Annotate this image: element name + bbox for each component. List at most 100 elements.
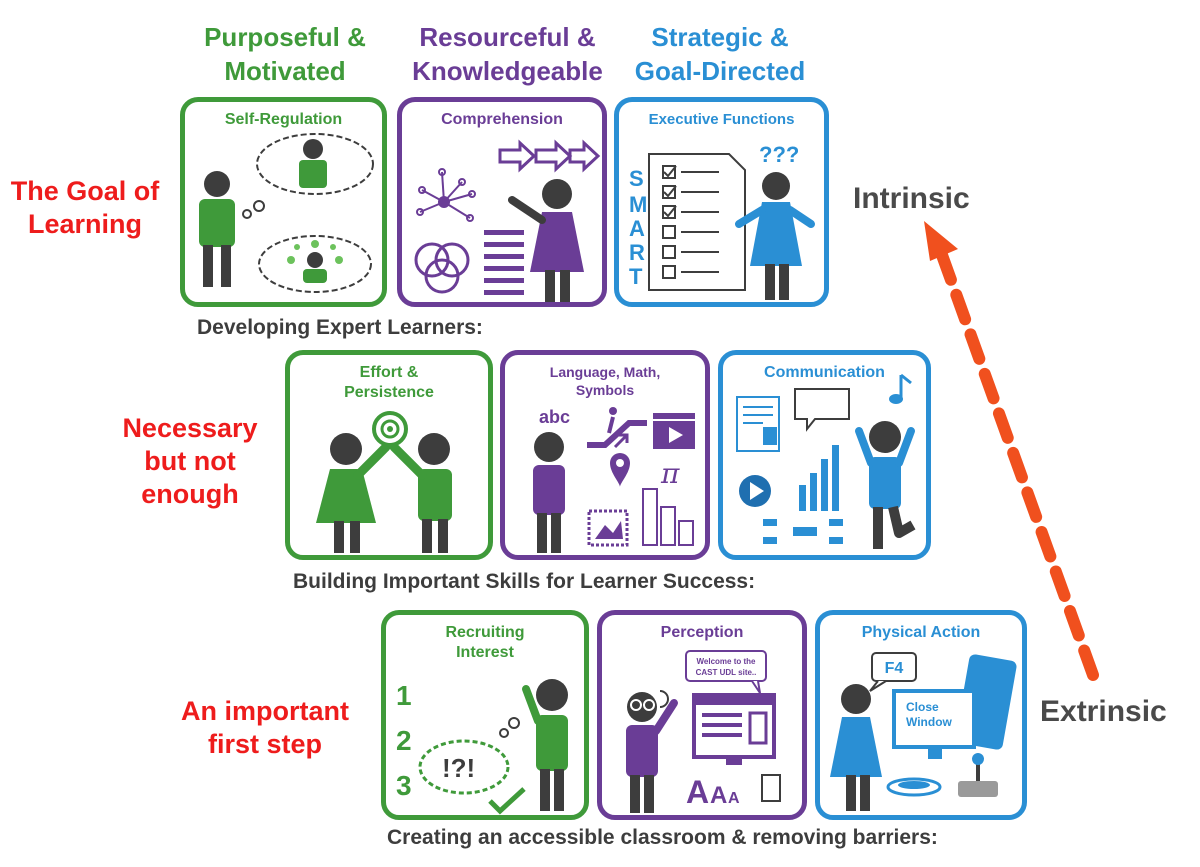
intrinsic-arrow — [924, 221, 1099, 681]
column-header-line: Purposeful & — [204, 22, 366, 52]
figure-head — [762, 172, 790, 200]
card-title-line: Symbols — [575, 382, 635, 398]
speech-bubble-icon — [794, 388, 850, 432]
card-physical-action: Physical Action F4 Close Window — [815, 610, 1027, 820]
figure-head — [534, 432, 564, 462]
column-header-line: Goal-Directed — [634, 56, 806, 86]
effort-illustration — [316, 411, 452, 553]
side-label-line: enough — [141, 479, 239, 509]
smart-letter: S — [629, 166, 644, 191]
glasses-icon — [630, 699, 655, 711]
card-title-line: Recruiting — [445, 624, 525, 641]
escalator-icon — [587, 420, 647, 448]
card-effort-persistence: Effort & Persistence — [285, 350, 493, 560]
thought-cloud — [418, 739, 510, 795]
figure-head — [204, 171, 230, 197]
image-icon — [587, 509, 629, 547]
cloud-figure-head — [307, 252, 323, 268]
card-title-line: Interest — [456, 644, 514, 661]
calm-dot — [287, 256, 295, 264]
side-label-necessary: Necessary but not enough — [100, 412, 280, 511]
bar-chart-icon — [642, 488, 694, 546]
recruiting-interest-illustration: 1 2 3 !?! — [396, 679, 568, 815]
communication-illustration — [736, 373, 916, 549]
column-header-line: Motivated — [224, 56, 346, 86]
row-caption-bottom: Creating an accessible classroom & remov… — [387, 826, 938, 849]
figure-body — [869, 457, 901, 509]
question-marks: ??? — [759, 142, 799, 167]
figure-head — [330, 433, 362, 465]
smart-letter: M — [629, 192, 647, 217]
side-label-first-step: An important first step — [150, 695, 380, 761]
column-header-representation: Resourceful & Knowledgeable — [395, 20, 620, 88]
column-header-engagement: Purposeful & Motivated — [180, 20, 390, 88]
number-one: 1 — [396, 680, 412, 711]
text-size-a-large: A — [686, 774, 709, 810]
figure-head — [418, 433, 450, 465]
bar-chart-icon — [799, 445, 839, 511]
card-title: Communication — [764, 364, 885, 381]
sound-wave-icon — [659, 690, 669, 708]
side-label-line: The Goal of — [10, 176, 160, 206]
figure-head — [542, 179, 572, 209]
card-title: Effort & Persistence — [290, 363, 488, 403]
axis-label-intrinsic: Intrinsic — [853, 182, 970, 215]
close-window-line: Close — [906, 700, 939, 714]
card-title: Executive Functions — [648, 111, 795, 128]
figure-body — [830, 717, 882, 777]
figure-arm — [735, 206, 766, 228]
card-recruiting-interest: Recruiting Interest 1 2 3 !?! — [381, 610, 589, 820]
calm-dot — [335, 256, 343, 264]
cloud-figure-head — [303, 139, 323, 159]
card-self-regulation: Self-Regulation — [180, 97, 387, 307]
check-marks — [663, 165, 677, 218]
axis-label-extrinsic: Extrinsic — [1040, 695, 1167, 728]
figure-arm — [855, 427, 875, 467]
figure-body — [316, 469, 376, 523]
executive-functions-illustration: S M A R T ??? — [629, 142, 815, 300]
card-title: Perception — [660, 624, 744, 641]
figure-arm — [353, 442, 391, 480]
arrow-shaft — [936, 249, 1099, 681]
card-title: Language, Math, Symbols — [505, 363, 705, 399]
side-label-line: Necessary — [122, 413, 258, 443]
figure-leg — [221, 245, 231, 287]
figure-leg — [765, 264, 775, 300]
side-label-goal: The Goal of Learning — [0, 175, 170, 241]
row-caption-middle: Building Important Skills for Learner Su… — [293, 570, 756, 593]
figure-arm — [652, 699, 678, 735]
figure-body — [418, 469, 452, 521]
self-regulation-illustration — [199, 133, 374, 293]
side-label-line: Learning — [27, 209, 142, 239]
card-comprehension: Comprehension — [397, 97, 607, 307]
sign-language-hand-icon — [761, 774, 781, 802]
card-executive-functions: Executive Functions S M A R T ??? — [614, 97, 829, 307]
calm-dot — [330, 244, 336, 250]
column-header-action: Strategic & Goal-Directed — [615, 20, 825, 88]
calm-dot — [294, 244, 300, 250]
language-math-illustration: abc π — [533, 407, 695, 553]
card-language-math-symbols: Language, Math, Symbols abc π — [500, 350, 710, 560]
card-title-line: Language, Math, — [549, 364, 661, 380]
figure-arm — [522, 685, 542, 725]
cloud-figure-body — [303, 269, 327, 283]
smart-letter: T — [629, 264, 643, 289]
location-pin-icon — [610, 453, 630, 487]
number-three: 3 — [396, 770, 412, 801]
card-title: Self-Regulation — [224, 111, 343, 128]
figure-body — [199, 199, 235, 247]
thought-dot — [242, 209, 252, 219]
card-title: Physical Action — [861, 624, 981, 641]
list-icon — [484, 230, 524, 295]
arrow-head — [924, 221, 958, 261]
figure-arm — [786, 206, 815, 228]
close-window-line: Window — [906, 715, 953, 729]
card-title: Comprehension — [441, 111, 563, 128]
abc-text: abc — [539, 407, 570, 427]
cloud-figure-body — [299, 160, 327, 188]
smart-letter: R — [629, 240, 645, 265]
figure-head — [841, 684, 871, 714]
figure-arm — [389, 442, 427, 480]
card-title-line: Persistence — [344, 384, 434, 401]
screen-bubble-line: CAST UDL site.. — [696, 668, 757, 677]
